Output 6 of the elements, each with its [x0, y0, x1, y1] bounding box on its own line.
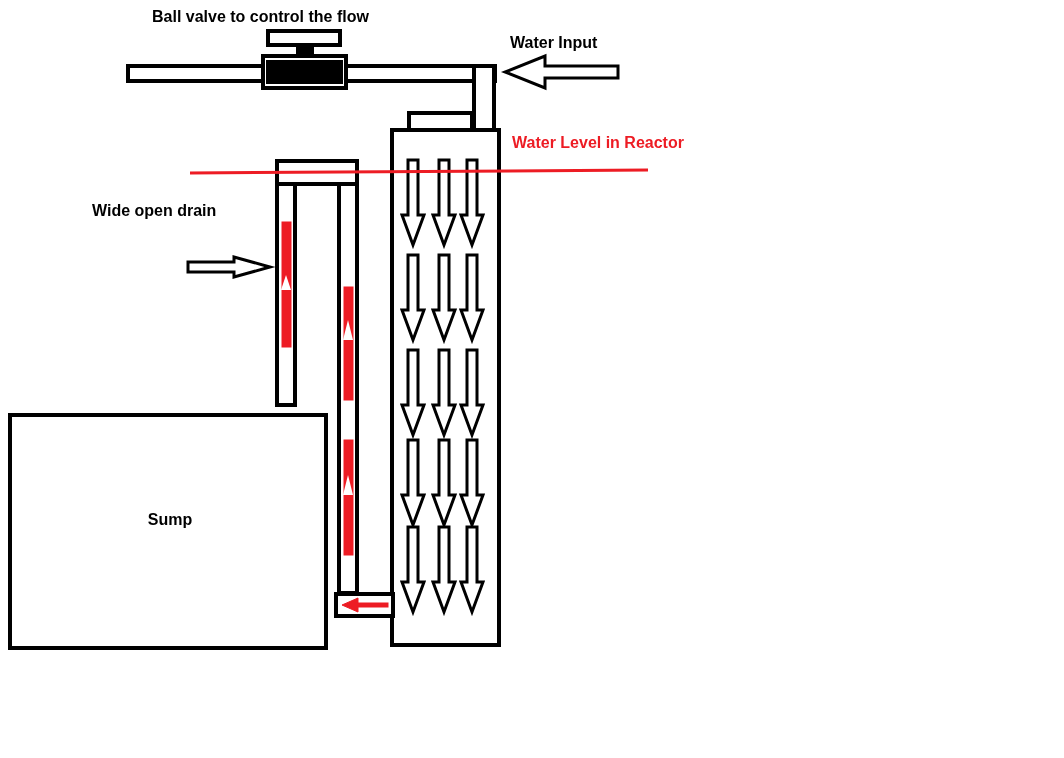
callout-label: Water Level in Reactor	[512, 133, 684, 153]
tank-label: Sump	[147, 509, 193, 530]
callout-label: Ball valve to control the flow	[152, 7, 369, 27]
callout-label: Wide open drain	[92, 201, 217, 221]
sump-tank	[8, 413, 328, 650]
callout-label: Water Input	[510, 33, 598, 53]
